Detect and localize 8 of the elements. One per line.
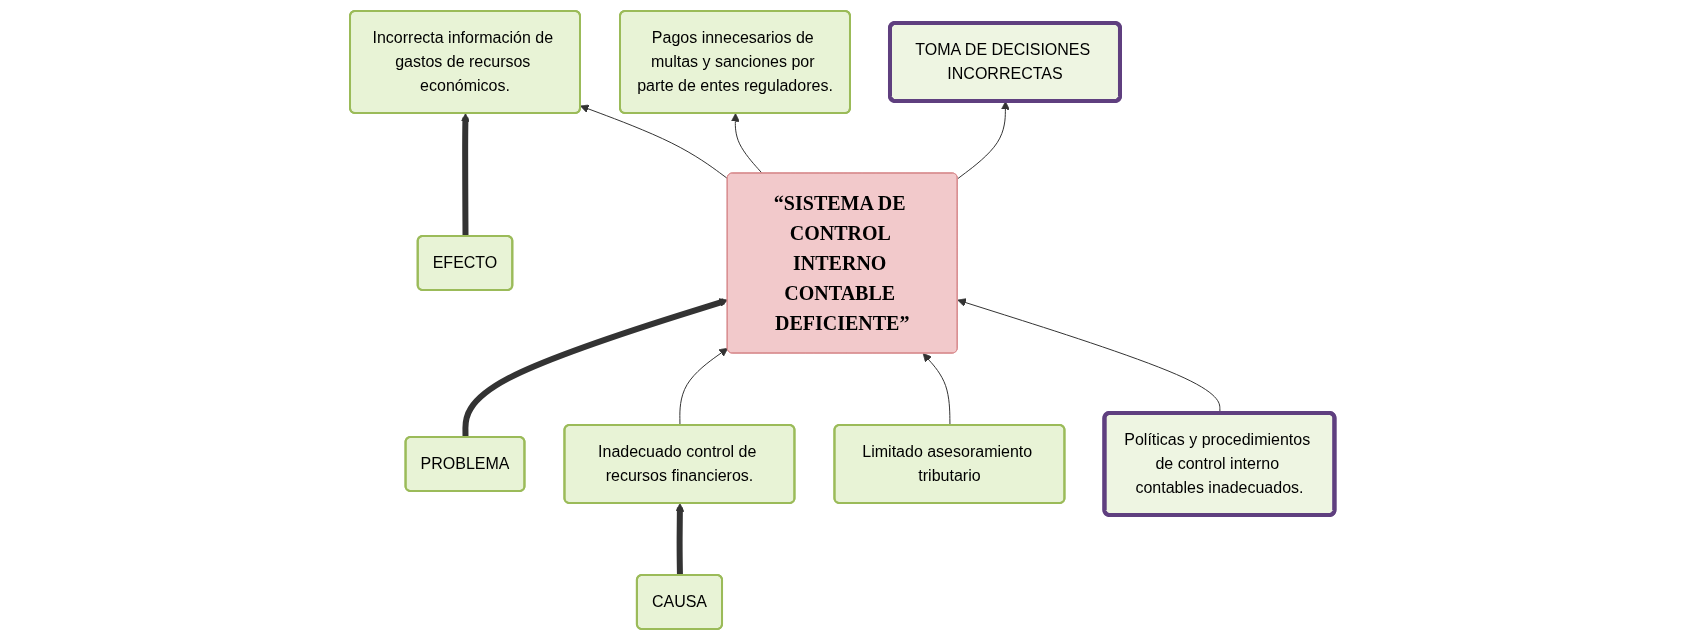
arrow [579,104,728,179]
arrow [957,100,1010,179]
arrow [730,112,763,174]
arrow [462,297,728,437]
arrow [679,347,728,426]
arrow [922,352,951,426]
arrow [675,502,685,576]
arrow [460,112,470,236]
